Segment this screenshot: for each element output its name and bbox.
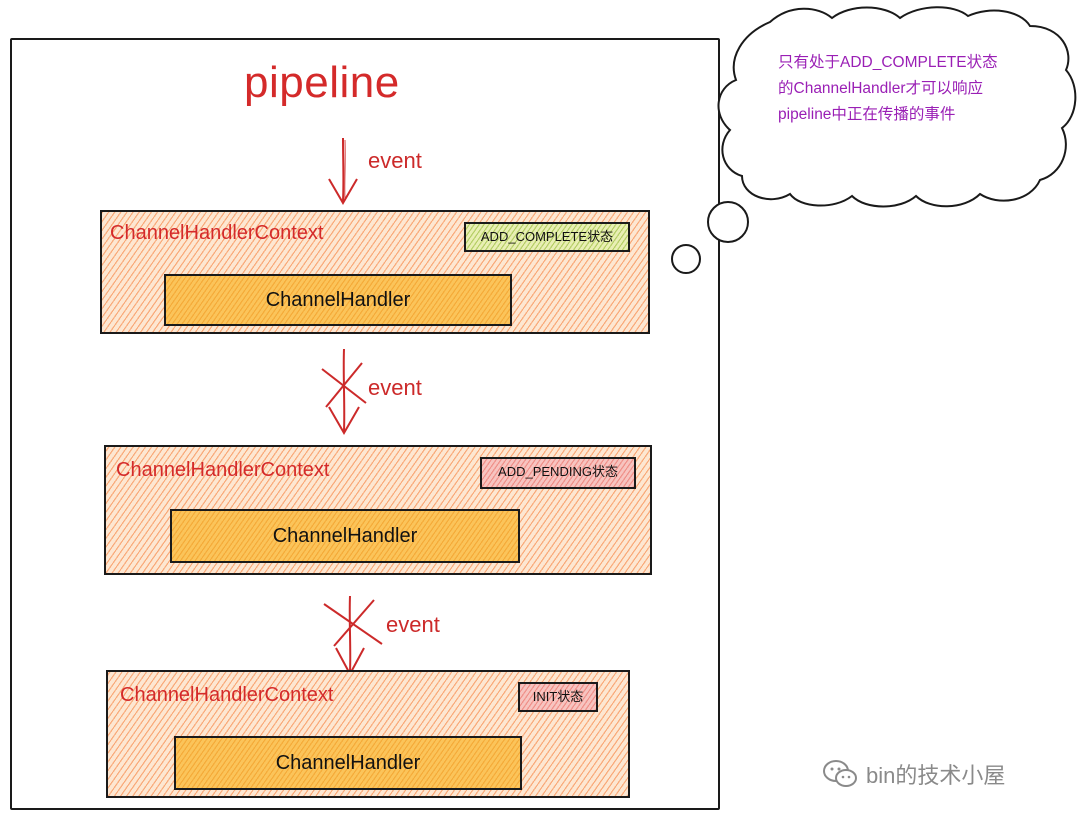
channel-handler-1: ChannelHandler [164,274,512,326]
blocked-event-arrow-2 [321,348,367,436]
channel-handler-3: ChannelHandler [174,736,522,790]
callout-line-2: 的ChannelHandler才可以响应 [778,80,984,97]
state-badge-add-pending: ADD_PENDING状态 [480,457,636,489]
blocked-event-arrow-3 [323,595,383,677]
context-label-1: ChannelHandlerContext [110,222,324,244]
state-badge-init: INIT状态 [518,682,598,712]
pipeline-title: pipeline [244,58,400,107]
watermark-text: bin的技术小屋 [866,763,1006,788]
channel-handler-context-1: ChannelHandlerContext ADD_COMPLETE状态 Cha… [100,210,650,334]
context-label-2: ChannelHandlerContext [116,459,330,481]
channel-handler-context-2: ChannelHandlerContext ADD_PENDING状态 Chan… [104,445,652,575]
event-label-1: event [368,148,422,173]
callout-line-1: 只有处于ADD_COMPLETE状态 [778,54,998,71]
wechat-icon [823,760,857,787]
event-label-2: event [368,375,422,400]
channel-handler-2: ChannelHandler [170,509,520,563]
pipeline-frame [10,38,720,810]
context-label-3: ChannelHandlerContext [120,684,334,706]
event-arrow-1 [328,137,358,205]
callout-text: 只有处于ADD_COMPLETE状态 的ChannelHandler才可以响应 … [778,50,1048,128]
callout-line-3: pipeline中正在传播的事件 [778,106,956,123]
channel-handler-context-3: ChannelHandlerContext INIT状态 ChannelHand… [106,670,630,798]
event-label-3: event [386,612,440,637]
state-badge-add-complete: ADD_COMPLETE状态 [464,222,630,252]
watermark: bin的技术小屋 [822,758,1005,790]
